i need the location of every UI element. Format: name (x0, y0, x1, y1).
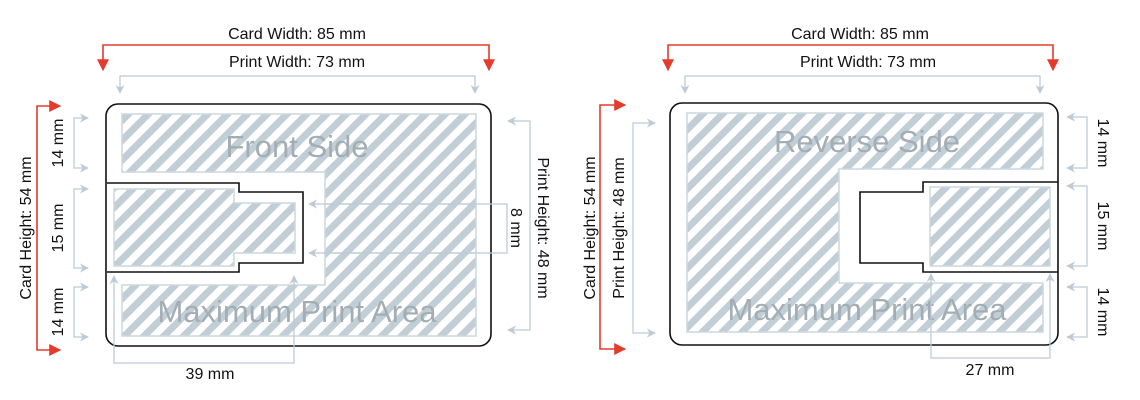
print-width-guide (680, 75, 1045, 94)
print-height-label: Print Height: 48 mm (534, 157, 551, 298)
card-width-arrow (662, 44, 1059, 72)
card-width-arrow (97, 44, 495, 72)
chip-height-label: 15 mm (50, 204, 67, 253)
print-height-label: Print Height: 48 mm (611, 157, 628, 298)
chip-outline (107, 182, 304, 273)
chip-print-area (113, 188, 296, 267)
chip-gap-guide (308, 199, 508, 258)
bottom-margin-label: 14 mm (1094, 288, 1111, 337)
chip-height-guide (73, 184, 89, 273)
print-width-label: Print Width: 73 mm (800, 54, 936, 71)
print-width-label: Print Width: 73 mm (229, 54, 365, 71)
chip-height-label: 15 mm (1094, 202, 1111, 251)
card-width-label: Card Width: 85 mm (791, 26, 929, 43)
bottom-margin-label: 14 mm (50, 288, 67, 337)
side-label: Front Side (225, 129, 368, 164)
reverse-side-diagram: Card Width: 85 mm Print Width: 73 mm Rev… (582, 26, 1111, 379)
area-label: Maximum Print Area (157, 294, 437, 329)
top-margin-label: 14 mm (1094, 119, 1111, 168)
chip-offset-label: 27 mm (966, 362, 1015, 379)
chip-print-area (929, 186, 1051, 267)
chip-gap-label: 8 mm (507, 208, 524, 248)
side-label: Reverse Side (774, 124, 960, 159)
chip-offset-label: 39 mm (186, 366, 235, 383)
card-height-arrow (36, 100, 62, 356)
print-width-guide (115, 75, 480, 94)
print-height-guide (632, 118, 656, 338)
print-area (121, 113, 477, 337)
card-height-arrow (599, 99, 627, 355)
bottom-margin-guide (1066, 282, 1088, 342)
top-margin-label: 14 mm (50, 119, 67, 168)
print-height-guide (507, 116, 531, 335)
card-width-label: Card Width: 85 mm (228, 26, 366, 43)
chip-offset-guide (926, 273, 1055, 359)
chip-outline (859, 181, 1058, 273)
card-height-label: Card Height: 54 mm (582, 156, 599, 299)
area-label: Maximum Print Area (727, 292, 1007, 327)
chip-offset-guide (109, 275, 299, 364)
top-margin-guide (73, 113, 89, 173)
print-area (686, 112, 1044, 333)
front-side-diagram: Card Width: 85 mm Print Width: 73 mm Fro… (18, 26, 551, 383)
chip-height-guide (1066, 181, 1088, 271)
card-height-label: Card Height: 54 mm (18, 156, 35, 299)
bottom-margin-guide (73, 282, 89, 342)
top-margin-guide (1066, 112, 1088, 173)
